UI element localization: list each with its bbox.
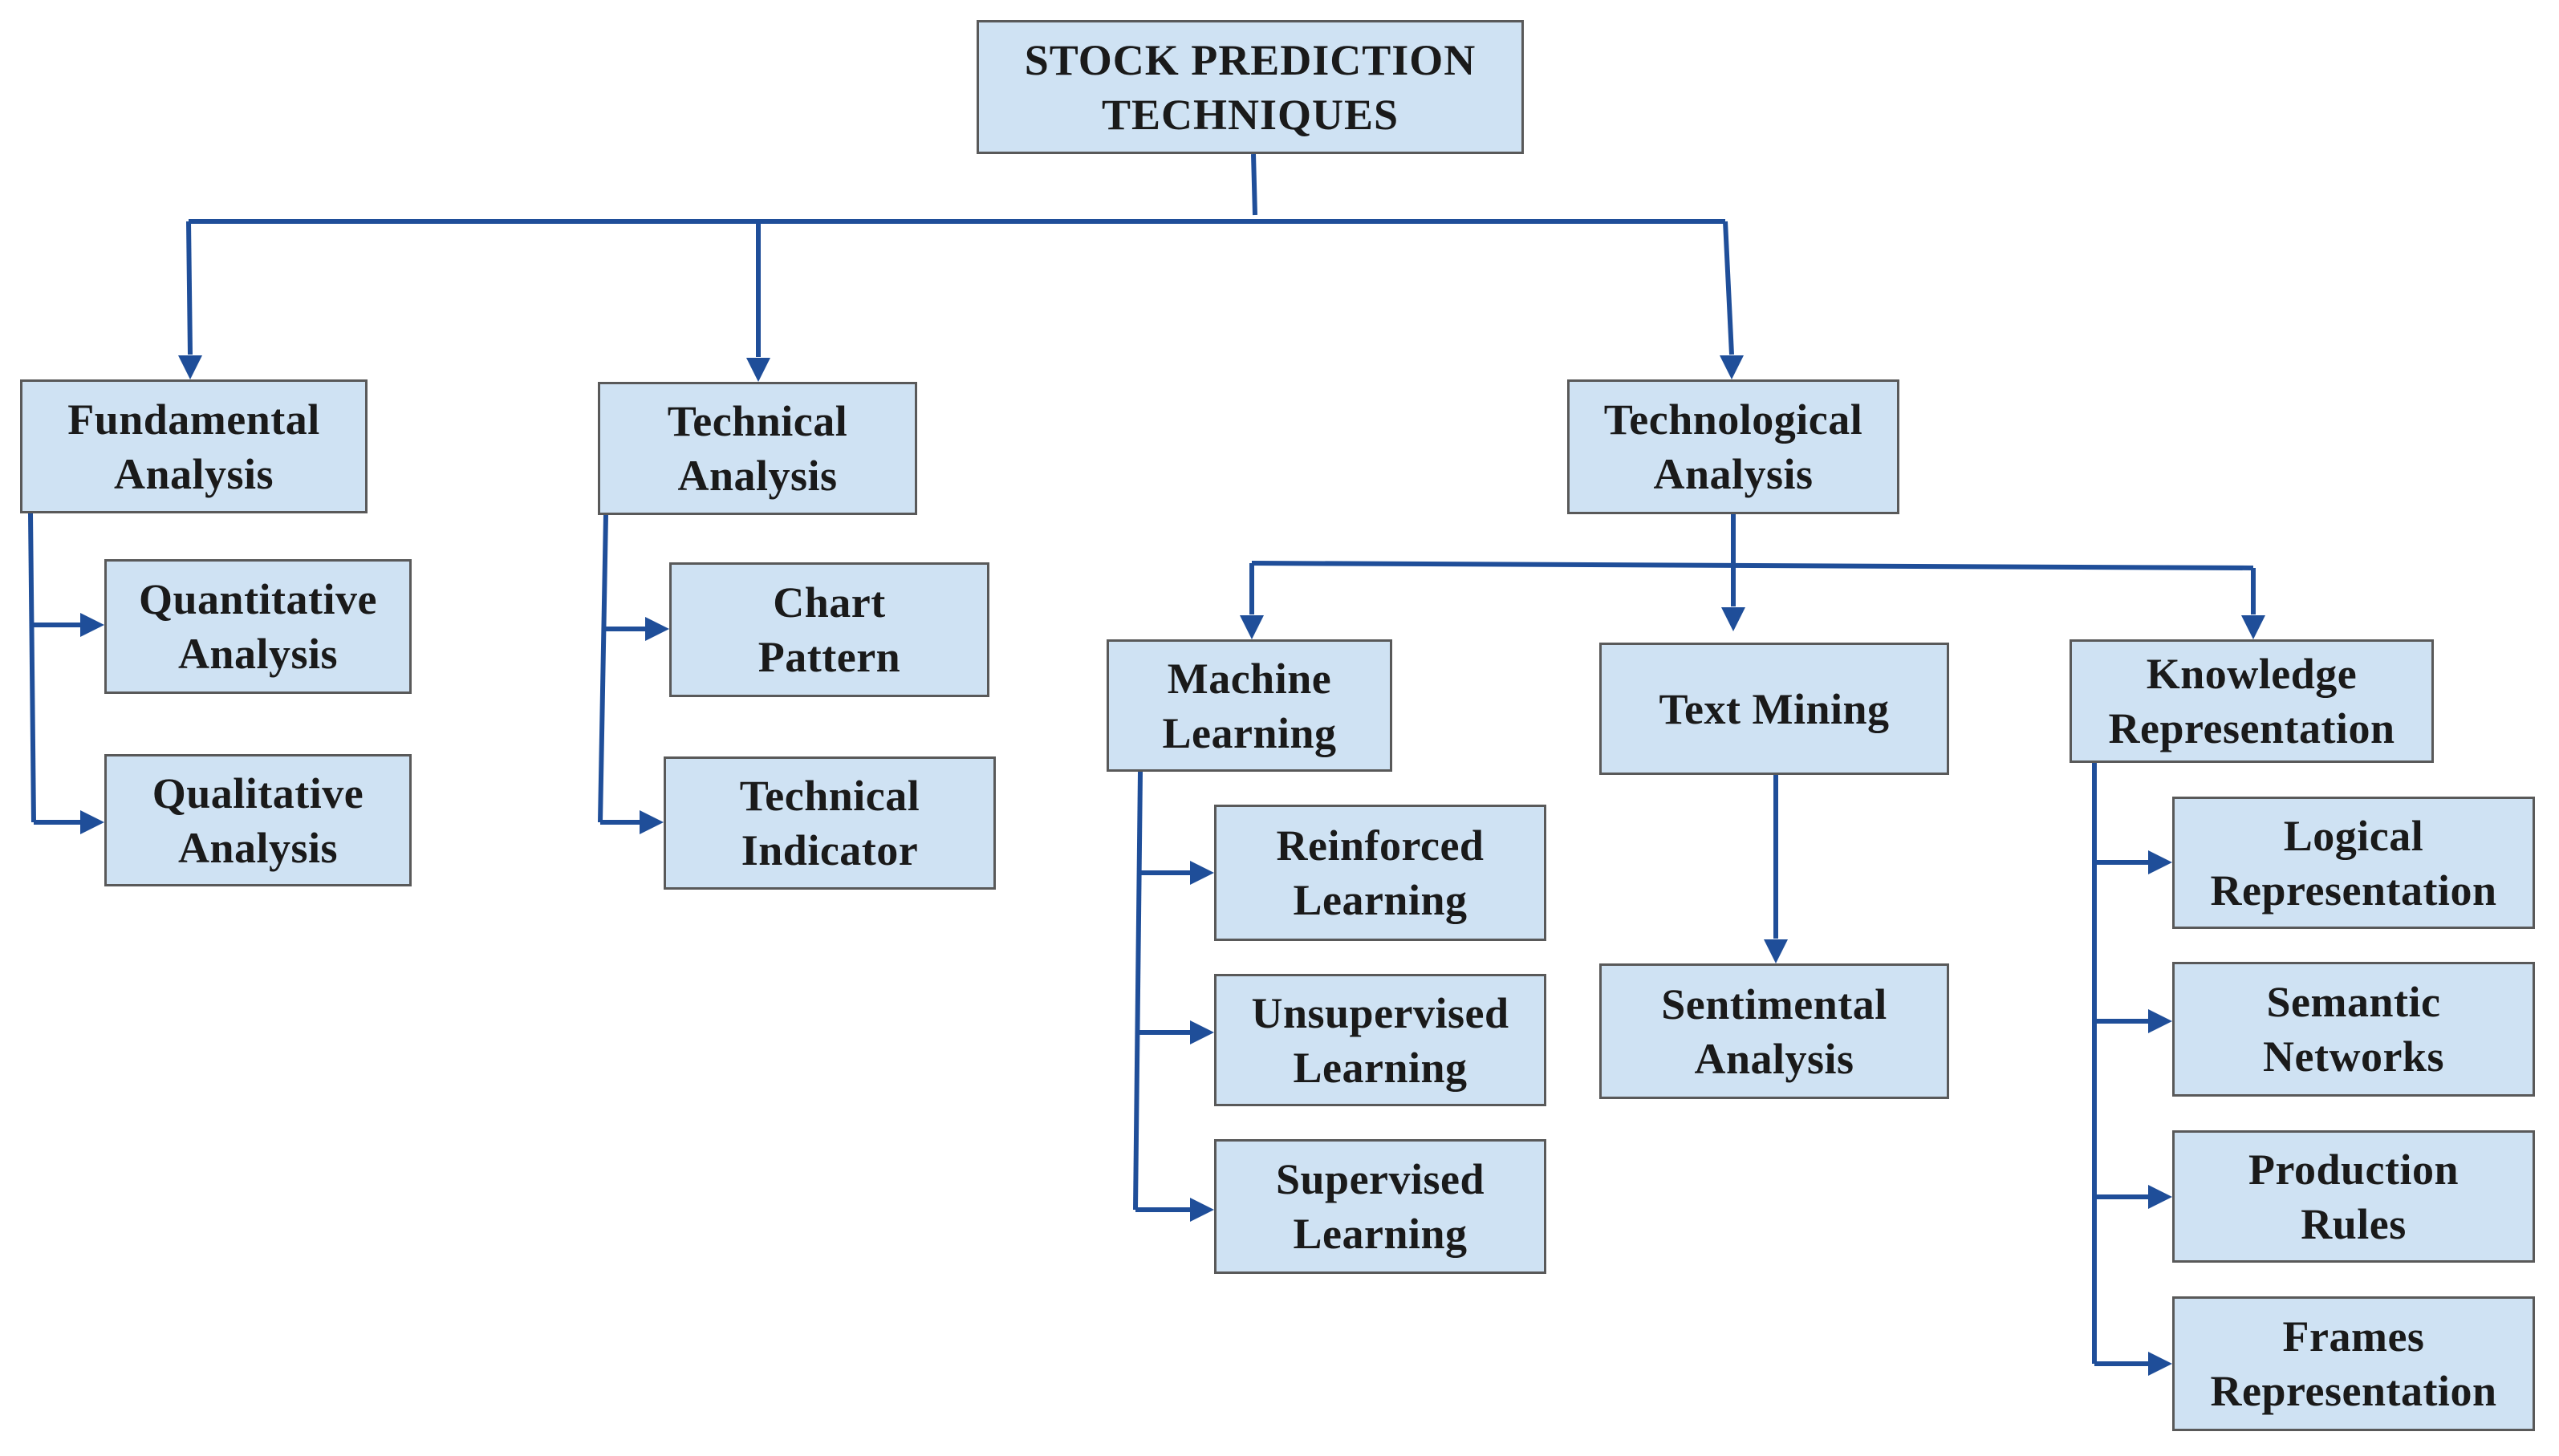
arrowhead-to-production-rules [2148, 1185, 2172, 1209]
arrowhead-to-reinforced-learning [1190, 861, 1214, 885]
node-label: Frames Representation [2210, 1312, 2497, 1415]
node-label: Technical Analysis [667, 397, 848, 500]
arrowhead-to-machine-learning [1240, 615, 1264, 639]
node-label: Logical Representation [2210, 811, 2497, 915]
arrowhead-to-knowledge-representation [2241, 615, 2265, 639]
node-stock-prediction-techniques: STOCK PREDICTION TECHNIQUES [977, 20, 1524, 154]
node-fundamental-analysis: Fundamental Analysis [20, 379, 368, 513]
connector-to-fundamental [186, 221, 193, 355]
node-label: STOCK PREDICTION TECHNIQUES [1024, 35, 1477, 139]
arrowhead-to-qualitative [80, 810, 104, 834]
connector-technical-spine [598, 514, 608, 823]
node-knowledge-representation: Knowledge Representation [2070, 639, 2434, 763]
arrowhead-to-logical-representation [2148, 850, 2172, 874]
arrowhead-to-chart-pattern [645, 617, 669, 641]
arrowhead-to-frames-representation [2148, 1352, 2172, 1376]
node-label: Quantitative Analysis [139, 575, 377, 678]
connector-fundamental-spine [28, 513, 36, 823]
node-label: Semantic Networks [2263, 978, 2444, 1081]
connector-ml-spine [1133, 771, 1143, 1211]
arrowhead-to-sentimental-analysis [1764, 939, 1788, 963]
node-label: Supervised Learning [1275, 1155, 1485, 1258]
node-label: Sentimental Analysis [1661, 979, 1887, 1083]
node-technical-analysis: Technical Analysis [598, 382, 917, 515]
arrowhead-to-supervised-learning [1190, 1198, 1214, 1222]
arrowhead-to-technical-indicator [640, 810, 664, 834]
node-semantic-networks: Semantic Networks [2172, 962, 2535, 1097]
node-text-mining: Text Mining [1599, 643, 1949, 775]
node-qualitative-analysis: Qualitative Analysis [104, 754, 412, 886]
connector-to-technological [1723, 221, 1734, 355]
node-label: Text Mining [1659, 684, 1890, 733]
arrowhead-to-text-mining [1721, 607, 1745, 631]
arrowhead-to-technical [746, 358, 770, 382]
node-machine-learning: Machine Learning [1107, 639, 1392, 772]
node-label: Reinforced Learning [1276, 821, 1485, 924]
node-label: Machine Learning [1162, 654, 1337, 757]
arrowhead-to-unsupervised-learning [1190, 1020, 1214, 1044]
node-technical-indicator: Technical Indicator [664, 756, 996, 890]
node-label: Technical Indicator [739, 772, 920, 874]
node-label: Production Rules [2248, 1145, 2459, 1248]
node-label: Fundamental Analysis [67, 395, 320, 498]
node-label: Chart Pattern [758, 578, 901, 681]
node-reinforced-learning: Reinforced Learning [1214, 805, 1546, 941]
arrowhead-to-semantic-networks [2148, 1009, 2172, 1033]
connector-root-stem [1251, 153, 1257, 216]
node-quantitative-analysis: Quantitative Analysis [104, 559, 412, 694]
node-unsupervised-learning: Unsupervised Learning [1214, 974, 1546, 1106]
node-label: Qualitative Analysis [152, 769, 364, 872]
node-frames-representation: Frames Representation [2172, 1296, 2535, 1431]
node-label: Technological Analysis [1603, 395, 1863, 498]
node-logical-representation: Logical Representation [2172, 797, 2535, 929]
node-label: Unsupervised Learning [1251, 988, 1509, 1092]
arrowhead-to-technological [1720, 355, 1744, 379]
node-chart-pattern: Chart Pattern [669, 562, 989, 697]
node-supervised-learning: Supervised Learning [1214, 1139, 1546, 1274]
connector-technological-bus [1251, 561, 2254, 570]
node-label: Knowledge Representation [2108, 650, 2395, 752]
arrowhead-to-fundamental [178, 355, 202, 379]
arrowhead-to-quantitative [80, 613, 104, 637]
node-technological-analysis: Technological Analysis [1567, 379, 1899, 514]
node-sentimental-analysis: Sentimental Analysis [1599, 963, 1949, 1099]
node-production-rules: Production Rules [2172, 1130, 2535, 1263]
